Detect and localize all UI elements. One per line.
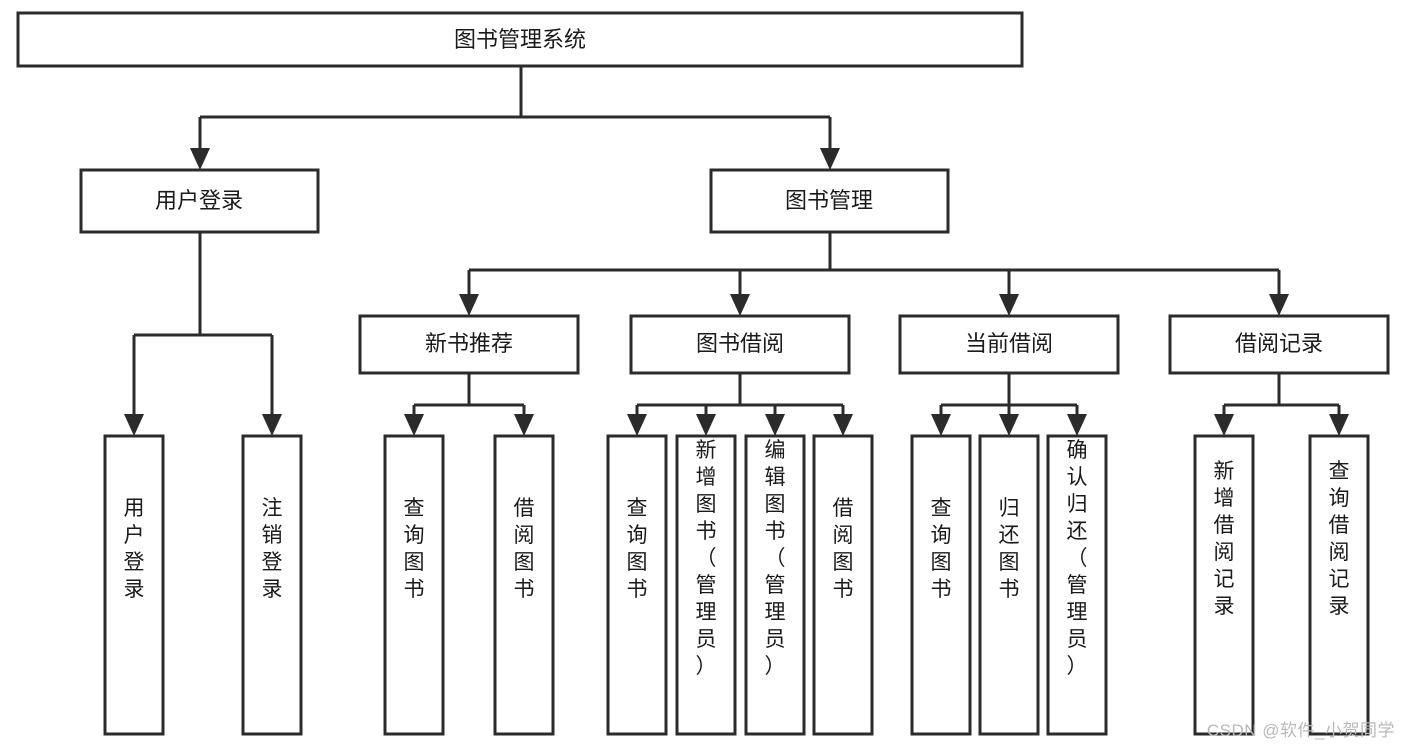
leaf-current-return-box[interactable]: [978, 434, 1040, 736]
node-borrow-record-box[interactable]: [1168, 314, 1390, 375]
leaf-borrow-edit-box[interactable]: [744, 434, 806, 736]
arrow-head-borrow-record-leaf-1: [1214, 414, 1234, 436]
leaf-record-add[interactable]: 新增借阅记录: [1193, 434, 1255, 736]
leaf-logout[interactable]: 注销登录: [241, 434, 303, 736]
csdn-watermark: CSDN @软件_小贺同学: [1206, 721, 1395, 740]
arrow-head-book-borrow-leaf-1: [627, 414, 647, 436]
leaf-new-book-query-box[interactable]: [383, 434, 445, 736]
leaf-record-query-label: 查询借阅记录: [1329, 460, 1350, 618]
arrow-head-borrow-record-leaf-2: [1329, 414, 1349, 436]
leaf-borrow-query-label: 查询图书: [627, 497, 648, 601]
node-current-borrow[interactable]: 当前借阅: [898, 314, 1120, 375]
leaf-user-login-label: 用户登录: [124, 497, 145, 601]
leaf-new-book-query[interactable]: 查询图书: [383, 434, 445, 736]
leaf-record-add-label: 新增借阅记录: [1214, 460, 1235, 618]
leaf-current-confirm[interactable]: 确认归还（管理员）: [1046, 434, 1108, 736]
leaf-borrow-book-label: 借阅图书: [833, 497, 854, 601]
node-book-borrow-box[interactable]: [629, 314, 851, 375]
connector-layer: [124, 66, 1349, 436]
leaf-logout-box[interactable]: [241, 434, 303, 736]
leaf-current-confirm-label: 确认归还（管理员）: [1067, 439, 1088, 678]
leaf-borrow-edit-label: 编辑图书（管理员）: [765, 439, 786, 678]
leaf-current-return-label: 归还图书: [999, 497, 1020, 601]
node-user-login[interactable]: 用户登录: [79, 168, 320, 234]
node-book-borrow[interactable]: 图书借阅: [629, 314, 851, 375]
leaf-new-book-borrow-box[interactable]: [493, 434, 555, 736]
arrow-head-book-borrow: [730, 294, 750, 316]
leaf-borrow-add-box[interactable]: [675, 434, 737, 736]
node-root[interactable]: 图书管理系统: [16, 11, 1024, 68]
arrow-head-current-borrow-leaf-1: [931, 414, 951, 436]
leaf-borrow-query[interactable]: 查询图书: [606, 434, 668, 736]
leaf-borrow-add[interactable]: 新增图书（管理员）: [675, 434, 737, 736]
node-current-borrow-label: 当前借阅: [965, 331, 1053, 356]
node-new-book[interactable]: 新书推荐: [358, 314, 580, 375]
leaf-current-return[interactable]: 归还图书: [978, 434, 1040, 736]
arrow-head-book-borrow-leaf-2: [696, 414, 716, 436]
node-book-manage-box[interactable]: [709, 168, 950, 234]
arrow-head-borrow-record: [1269, 294, 1289, 316]
node-new-book-label: 新书推荐: [425, 331, 513, 356]
node-book-manage-label: 图书管理: [785, 188, 873, 213]
arrow-head-book-borrow-leaf-3: [765, 414, 785, 436]
leaf-new-book-borrow-label: 借阅图书: [514, 497, 535, 601]
arrow-head-current-borrow-leaf-2: [999, 414, 1019, 436]
leaf-logout-label: 注销登录: [262, 497, 283, 601]
leaf-record-query[interactable]: 查询借阅记录: [1308, 434, 1370, 736]
leaf-borrow-query-box[interactable]: [606, 434, 668, 736]
node-current-borrow-box[interactable]: [898, 314, 1120, 375]
leaf-current-query-label: 查询图书: [931, 497, 952, 601]
leaf-borrow-book[interactable]: 借阅图书: [812, 434, 874, 736]
arrow-head-leaf-user-login: [124, 414, 144, 436]
node-book-borrow-label: 图书借阅: [696, 331, 784, 356]
arrow-head-new-book: [459, 294, 479, 316]
arrow-head-new-book-leaf-1: [404, 414, 424, 436]
arrow-head-user-login: [190, 148, 210, 170]
arrow-head-book-manage: [820, 148, 840, 170]
arrow-head-book-borrow-leaf-4: [833, 414, 853, 436]
node-user-login-box[interactable]: [79, 168, 320, 234]
arrow-head-leaf-logout: [262, 414, 282, 436]
leaf-current-confirm-box[interactable]: [1046, 434, 1108, 736]
arrow-head-new-book-leaf-2: [514, 414, 534, 436]
leaf-current-query-box[interactable]: [910, 434, 972, 736]
leaf-user-login-box[interactable]: [103, 434, 165, 736]
leaf-record-add-box[interactable]: [1193, 434, 1255, 736]
node-book-manage[interactable]: 图书管理: [709, 168, 950, 234]
node-user-login-label: 用户登录: [155, 188, 243, 213]
arrow-head-current-borrow-leaf-3: [1067, 414, 1087, 436]
leaf-user-login[interactable]: 用户登录: [103, 434, 165, 736]
leaf-borrow-book-box[interactable]: [812, 434, 874, 736]
arrow-head-current-borrow: [999, 294, 1019, 316]
leaf-record-query-box[interactable]: [1308, 434, 1370, 736]
node-borrow-record-label: 借阅记录: [1235, 331, 1323, 356]
leaf-borrow-edit[interactable]: 编辑图书（管理员）: [744, 434, 806, 736]
node-new-book-box[interactable]: [358, 314, 580, 375]
node-root-box[interactable]: [16, 11, 1024, 68]
leaf-borrow-add-label: 新增图书（管理员）: [696, 439, 717, 678]
node-borrow-record[interactable]: 借阅记录: [1168, 314, 1390, 375]
leaf-current-query[interactable]: 查询图书: [910, 434, 972, 736]
leaf-new-book-borrow[interactable]: 借阅图书: [493, 434, 555, 736]
leaf-new-book-query-label: 查询图书: [404, 497, 425, 601]
node-root-label: 图书管理系统: [454, 27, 586, 52]
